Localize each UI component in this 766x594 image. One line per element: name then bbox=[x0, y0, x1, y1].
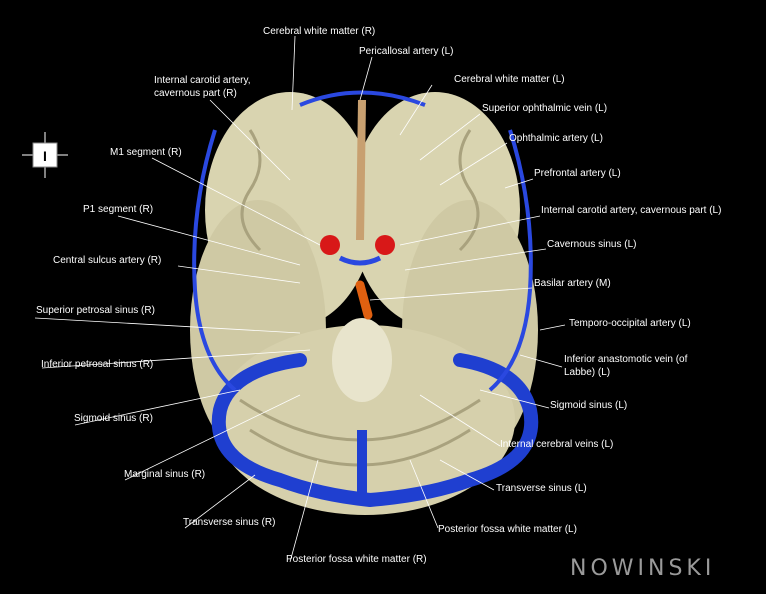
orientation-letter: I bbox=[43, 148, 47, 164]
label-p1-segment-r: P1 segment (R) bbox=[83, 204, 154, 215]
label-basilar-artery-m: Basilar artery (M) bbox=[534, 278, 611, 289]
label-prefrontal-artery-l: Prefrontal artery (L) bbox=[534, 168, 621, 179]
label-central-sulcus-artery-r: Central sulcus artery (R) bbox=[53, 255, 162, 266]
left-ica bbox=[375, 235, 395, 255]
label-marginal-sinus-r: Marginal sinus (R) bbox=[124, 469, 206, 480]
label-superior-petrosal-sinus-r: Superior petrosal sinus (R) bbox=[36, 305, 155, 316]
label-pericallosal-artery-l: Pericallosal artery (L) bbox=[359, 46, 454, 57]
label-superior-ophthalmic-vein-l: Superior ophthalmic vein (L) bbox=[482, 103, 608, 114]
label-posterior-fossa-wm-l: Posterior fossa white matter (L) bbox=[438, 524, 577, 535]
label-internal-cerebral-veins-l: Internal cerebral veins (L) bbox=[500, 439, 614, 450]
label-cerebral-white-matter-l: Cerebral white matter (L) bbox=[454, 74, 565, 85]
label-sigmoid-sinus-r: Sigmoid sinus (R) bbox=[74, 413, 153, 424]
label-m1-segment-r: M1 segment (R) bbox=[110, 147, 182, 158]
label-cavernous-sinus-l: Cavernous sinus (L) bbox=[547, 239, 637, 250]
label-ica-cavernous-l: Internal carotid artery, cavernous part … bbox=[541, 205, 722, 216]
label-transverse-sinus-l: Transverse sinus (L) bbox=[496, 483, 587, 494]
label-sigmoid-sinus-l: Sigmoid sinus (L) bbox=[550, 400, 628, 411]
transverse-sigmoid-sinuses bbox=[211, 353, 539, 508]
right-ica bbox=[320, 235, 340, 255]
label-cerebral-white-matter-r: Cerebral white matter (R) bbox=[263, 26, 376, 37]
label-transverse-sinus-r: Transverse sinus (R) bbox=[183, 517, 276, 528]
basilar-artery bbox=[355, 280, 373, 320]
label-inferior-anastomotic-vein-l: Inferior anastomotic vein (of Labbe) (L) bbox=[564, 354, 688, 378]
label-posterior-fossa-wm-r: Posterior fossa white matter (R) bbox=[286, 554, 427, 565]
label-inferior-petrosal-sinus-r: Inferior petrosal sinus (R) bbox=[41, 359, 154, 370]
cerebellum bbox=[215, 325, 515, 515]
label-temporo-occipital-artery-l: Temporo-occipital artery (L) bbox=[569, 318, 691, 329]
label-ica-cavernous-r: Internal carotid artery, cavernous part … bbox=[154, 75, 251, 99]
orientation-cube-icon: I bbox=[22, 132, 68, 178]
label-ophthalmic-artery-l: Ophthalmic artery (L) bbox=[509, 133, 603, 144]
nowinski-logo: NOWINSKI bbox=[570, 556, 716, 581]
pericallosal-artery bbox=[356, 99, 366, 241]
brainstem bbox=[332, 318, 392, 402]
